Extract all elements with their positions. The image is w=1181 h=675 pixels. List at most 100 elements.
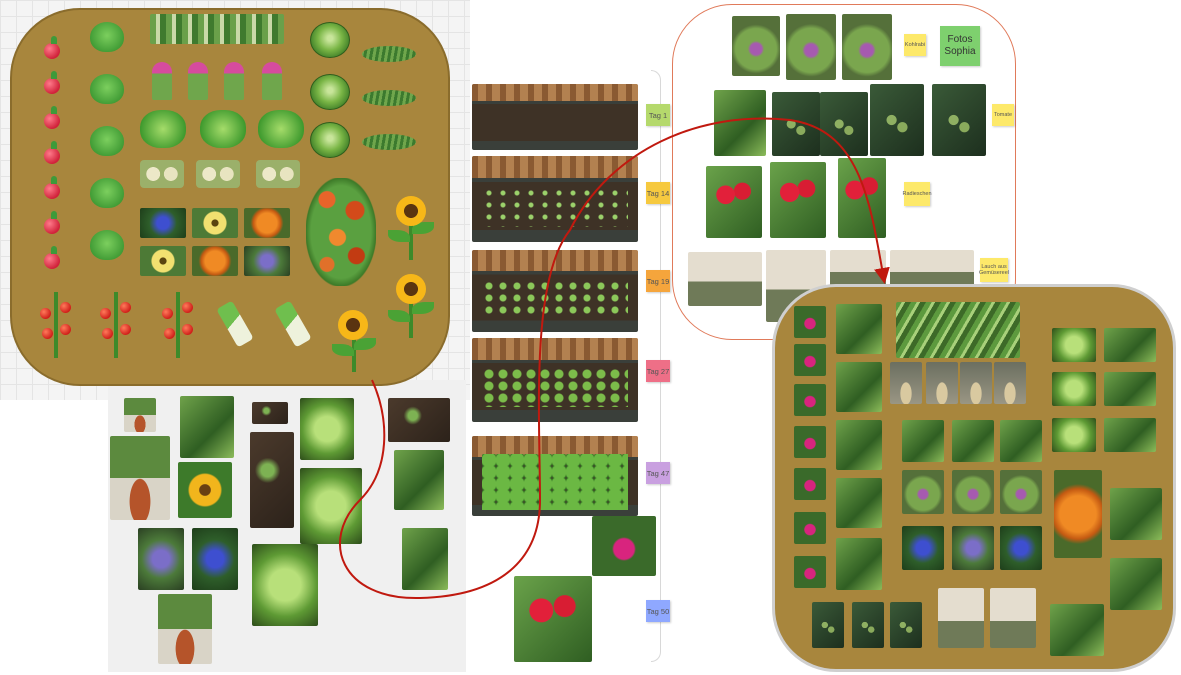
radish-photo[interactable] xyxy=(794,384,826,416)
kohlrabi-photo[interactable] xyxy=(902,470,944,514)
day-tag[interactable]: Tag 27 xyxy=(646,360,670,382)
cauliflower-icon[interactable] xyxy=(256,160,300,188)
leek-photo[interactable] xyxy=(688,252,762,306)
leek-photo[interactable] xyxy=(990,588,1036,648)
seedling-strip-photo[interactable] xyxy=(150,14,284,44)
cauliflower-icon[interactable] xyxy=(196,160,240,188)
pot-photo[interactable] xyxy=(926,362,958,404)
plant-photo[interactable] xyxy=(388,398,450,442)
parsley-icon[interactable] xyxy=(90,126,124,156)
sunflower-photo[interactable] xyxy=(178,462,232,518)
parsley-photo[interactable] xyxy=(836,420,882,470)
chamomile-photo[interactable] xyxy=(192,208,238,238)
basil-icon[interactable] xyxy=(200,110,246,148)
radish-icon[interactable] xyxy=(44,211,60,234)
chives-flower-icon[interactable] xyxy=(188,62,208,100)
basil-icon[interactable] xyxy=(140,110,186,148)
kohlrabi-photo[interactable] xyxy=(1000,470,1042,514)
seedling-strip-photo[interactable] xyxy=(896,302,1020,358)
pot-photo[interactable] xyxy=(960,362,992,404)
rosemary-photo[interactable] xyxy=(1104,418,1156,452)
radish-photo[interactable] xyxy=(794,306,826,338)
cornflower-photo[interactable] xyxy=(902,526,944,570)
parsley-photo[interactable] xyxy=(836,304,882,354)
day-tag[interactable]: Tag 1 xyxy=(646,104,670,126)
note-kohlrabi[interactable]: Kohlrabi xyxy=(904,34,926,56)
plant-photo[interactable] xyxy=(714,90,766,156)
basil-photo[interactable] xyxy=(902,420,944,462)
chives-flower-icon[interactable] xyxy=(224,62,244,100)
lettuce-icon[interactable] xyxy=(310,22,350,58)
cornflower-photo[interactable] xyxy=(192,528,238,590)
lettuce-photo[interactable] xyxy=(1052,418,1096,452)
tomato-photo[interactable] xyxy=(852,602,884,648)
parsley-photo[interactable] xyxy=(836,362,882,412)
radish-harvest-photo[interactable] xyxy=(514,576,592,662)
basil-photo[interactable] xyxy=(1000,420,1042,462)
plant-photo[interactable] xyxy=(402,528,448,590)
parsley-icon[interactable] xyxy=(90,74,124,104)
planter-photo-day-27[interactable] xyxy=(472,338,638,422)
phacelia-photo[interactable] xyxy=(952,526,994,570)
radish-icon[interactable] xyxy=(44,246,60,269)
radish-photo[interactable] xyxy=(770,162,826,238)
plant-photo[interactable] xyxy=(124,398,156,432)
leek-photo[interactable] xyxy=(938,588,984,648)
tomato-plant-icon[interactable] xyxy=(38,292,74,358)
radish-icon[interactable] xyxy=(44,36,60,59)
radish-icon[interactable] xyxy=(44,141,60,164)
rosemary-icon[interactable] xyxy=(362,90,416,106)
tomato-photo[interactable] xyxy=(820,92,868,156)
nasturtium-photo[interactable] xyxy=(1054,470,1102,558)
plant-photo[interactable] xyxy=(158,594,212,664)
pot-photo[interactable] xyxy=(890,362,922,404)
planter-photo-day-47[interactable] xyxy=(472,436,638,516)
tomato-photo[interactable] xyxy=(812,602,844,648)
lettuce-icon[interactable] xyxy=(310,122,350,158)
rosemary-icon[interactable] xyxy=(362,46,416,62)
parsley-icon[interactable] xyxy=(90,230,124,260)
radish-photo[interactable] xyxy=(838,158,886,238)
planter-photo-day-14[interactable] xyxy=(472,156,638,242)
tomato-photo[interactable] xyxy=(890,602,922,648)
leek-photo[interactable] xyxy=(890,250,974,290)
chamomile-photo[interactable] xyxy=(140,246,186,276)
rosemary-photo[interactable] xyxy=(1104,372,1156,406)
day-tag[interactable]: Tag 19 xyxy=(646,270,670,292)
note-radieschen[interactable]: Radieschen xyxy=(902,182,932,206)
radish-photo[interactable] xyxy=(794,426,826,458)
day-tag[interactable]: Tag 14 xyxy=(646,182,670,204)
kohlrabi-photo[interactable] xyxy=(842,14,892,80)
lettuce-icon[interactable] xyxy=(310,74,350,110)
parsley-icon[interactable] xyxy=(90,178,124,208)
calendula-photo[interactable] xyxy=(192,246,238,276)
day-tag[interactable]: Tag 47 xyxy=(646,462,670,484)
tomato-photo[interactable] xyxy=(932,84,986,156)
tomato-photo[interactable] xyxy=(772,92,820,156)
phacelia-photo[interactable] xyxy=(138,528,184,590)
sunflower-seedling-photo[interactable] xyxy=(1110,558,1162,610)
radish-photo[interactable] xyxy=(794,512,826,544)
chives-flower-icon[interactable] xyxy=(262,62,282,100)
sunflower-seedling-photo[interactable] xyxy=(1110,488,1162,540)
tomato-plant-icon[interactable] xyxy=(98,292,134,358)
cornflower-photo[interactable] xyxy=(140,208,186,238)
kohlrabi-photo[interactable] xyxy=(952,470,994,514)
tomato-plant-icon[interactable] xyxy=(160,292,196,358)
lettuce-photo[interactable] xyxy=(1052,328,1096,362)
radish-photo[interactable] xyxy=(794,556,826,588)
plant-photo[interactable] xyxy=(394,450,444,510)
plant-photo[interactable] xyxy=(180,396,234,458)
radish-harvest-photo[interactable] xyxy=(592,516,656,576)
kohlrabi-photo[interactable] xyxy=(786,14,836,80)
pot-photo[interactable] xyxy=(994,362,1026,404)
radish-icon[interactable] xyxy=(44,71,60,94)
cauliflower-icon[interactable] xyxy=(140,160,184,188)
kohlrabi-photo[interactable] xyxy=(732,16,780,76)
cornflower-photo[interactable] xyxy=(1000,526,1042,570)
note-fotos-sophia[interactable]: Fotos Sophia xyxy=(940,26,980,66)
phacelia-photo[interactable] xyxy=(244,246,290,276)
radish-photo[interactable] xyxy=(794,468,826,500)
plant-photo[interactable] xyxy=(110,436,170,520)
